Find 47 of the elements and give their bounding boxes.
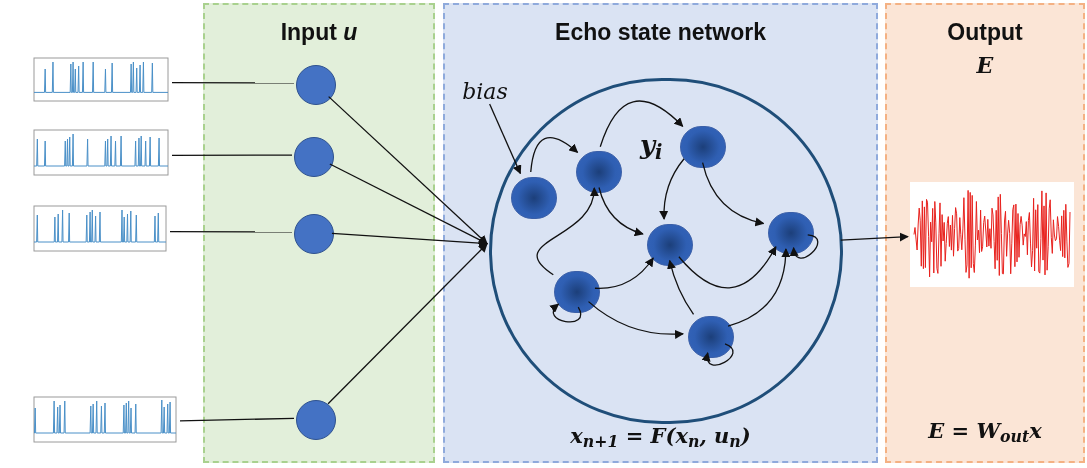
panel-symbol: E xyxy=(975,51,995,80)
picture xyxy=(910,182,1074,287)
panel xyxy=(443,3,878,463)
arrow xyxy=(328,95,488,245)
reservoir-neuron xyxy=(647,224,693,266)
arrow xyxy=(536,187,598,276)
reservoir-neuron xyxy=(554,271,600,313)
reservoir-neuron xyxy=(688,316,734,358)
arrow xyxy=(530,136,579,173)
neuron-label: y$_{i}$ xyxy=(640,132,663,158)
arrow xyxy=(667,259,695,315)
arrow xyxy=(594,257,654,289)
connector-line xyxy=(169,231,293,233)
reservoir-neuron xyxy=(511,177,557,219)
formula: x$_{n+1}$ = F(x$_{n}$, u$_{n}$) xyxy=(569,422,752,452)
arrow xyxy=(790,234,819,259)
reservoir-neuron xyxy=(576,151,622,193)
input-neuron xyxy=(296,400,336,440)
input-neuron xyxy=(294,137,334,177)
connector-line xyxy=(179,417,295,422)
arrow xyxy=(678,246,777,289)
panel xyxy=(203,3,435,463)
arrow xyxy=(329,163,488,245)
arrow xyxy=(702,343,734,366)
formula: E = W$_{out}$x xyxy=(927,417,1043,447)
reservoir-neuron xyxy=(768,212,814,254)
connector-line xyxy=(171,82,295,84)
arrow xyxy=(599,100,684,148)
panel-title: Echo state network xyxy=(554,18,767,47)
panel-title: Output xyxy=(946,18,1024,47)
input-neuron xyxy=(294,214,334,254)
bias-label: bias xyxy=(454,76,516,106)
arrow xyxy=(701,161,765,226)
panel xyxy=(885,3,1085,463)
arrow xyxy=(327,243,488,405)
arrow xyxy=(840,232,909,242)
arrow xyxy=(331,232,488,248)
panel-title: Input u xyxy=(279,18,359,47)
reservoir-neuron xyxy=(680,126,726,168)
arrow xyxy=(659,158,685,220)
arrow xyxy=(598,186,644,236)
arrow xyxy=(727,248,791,327)
arrow xyxy=(549,303,582,323)
input-neuron xyxy=(296,65,336,105)
arrow xyxy=(587,301,684,339)
arrow xyxy=(489,103,522,175)
connector-line xyxy=(171,154,293,156)
